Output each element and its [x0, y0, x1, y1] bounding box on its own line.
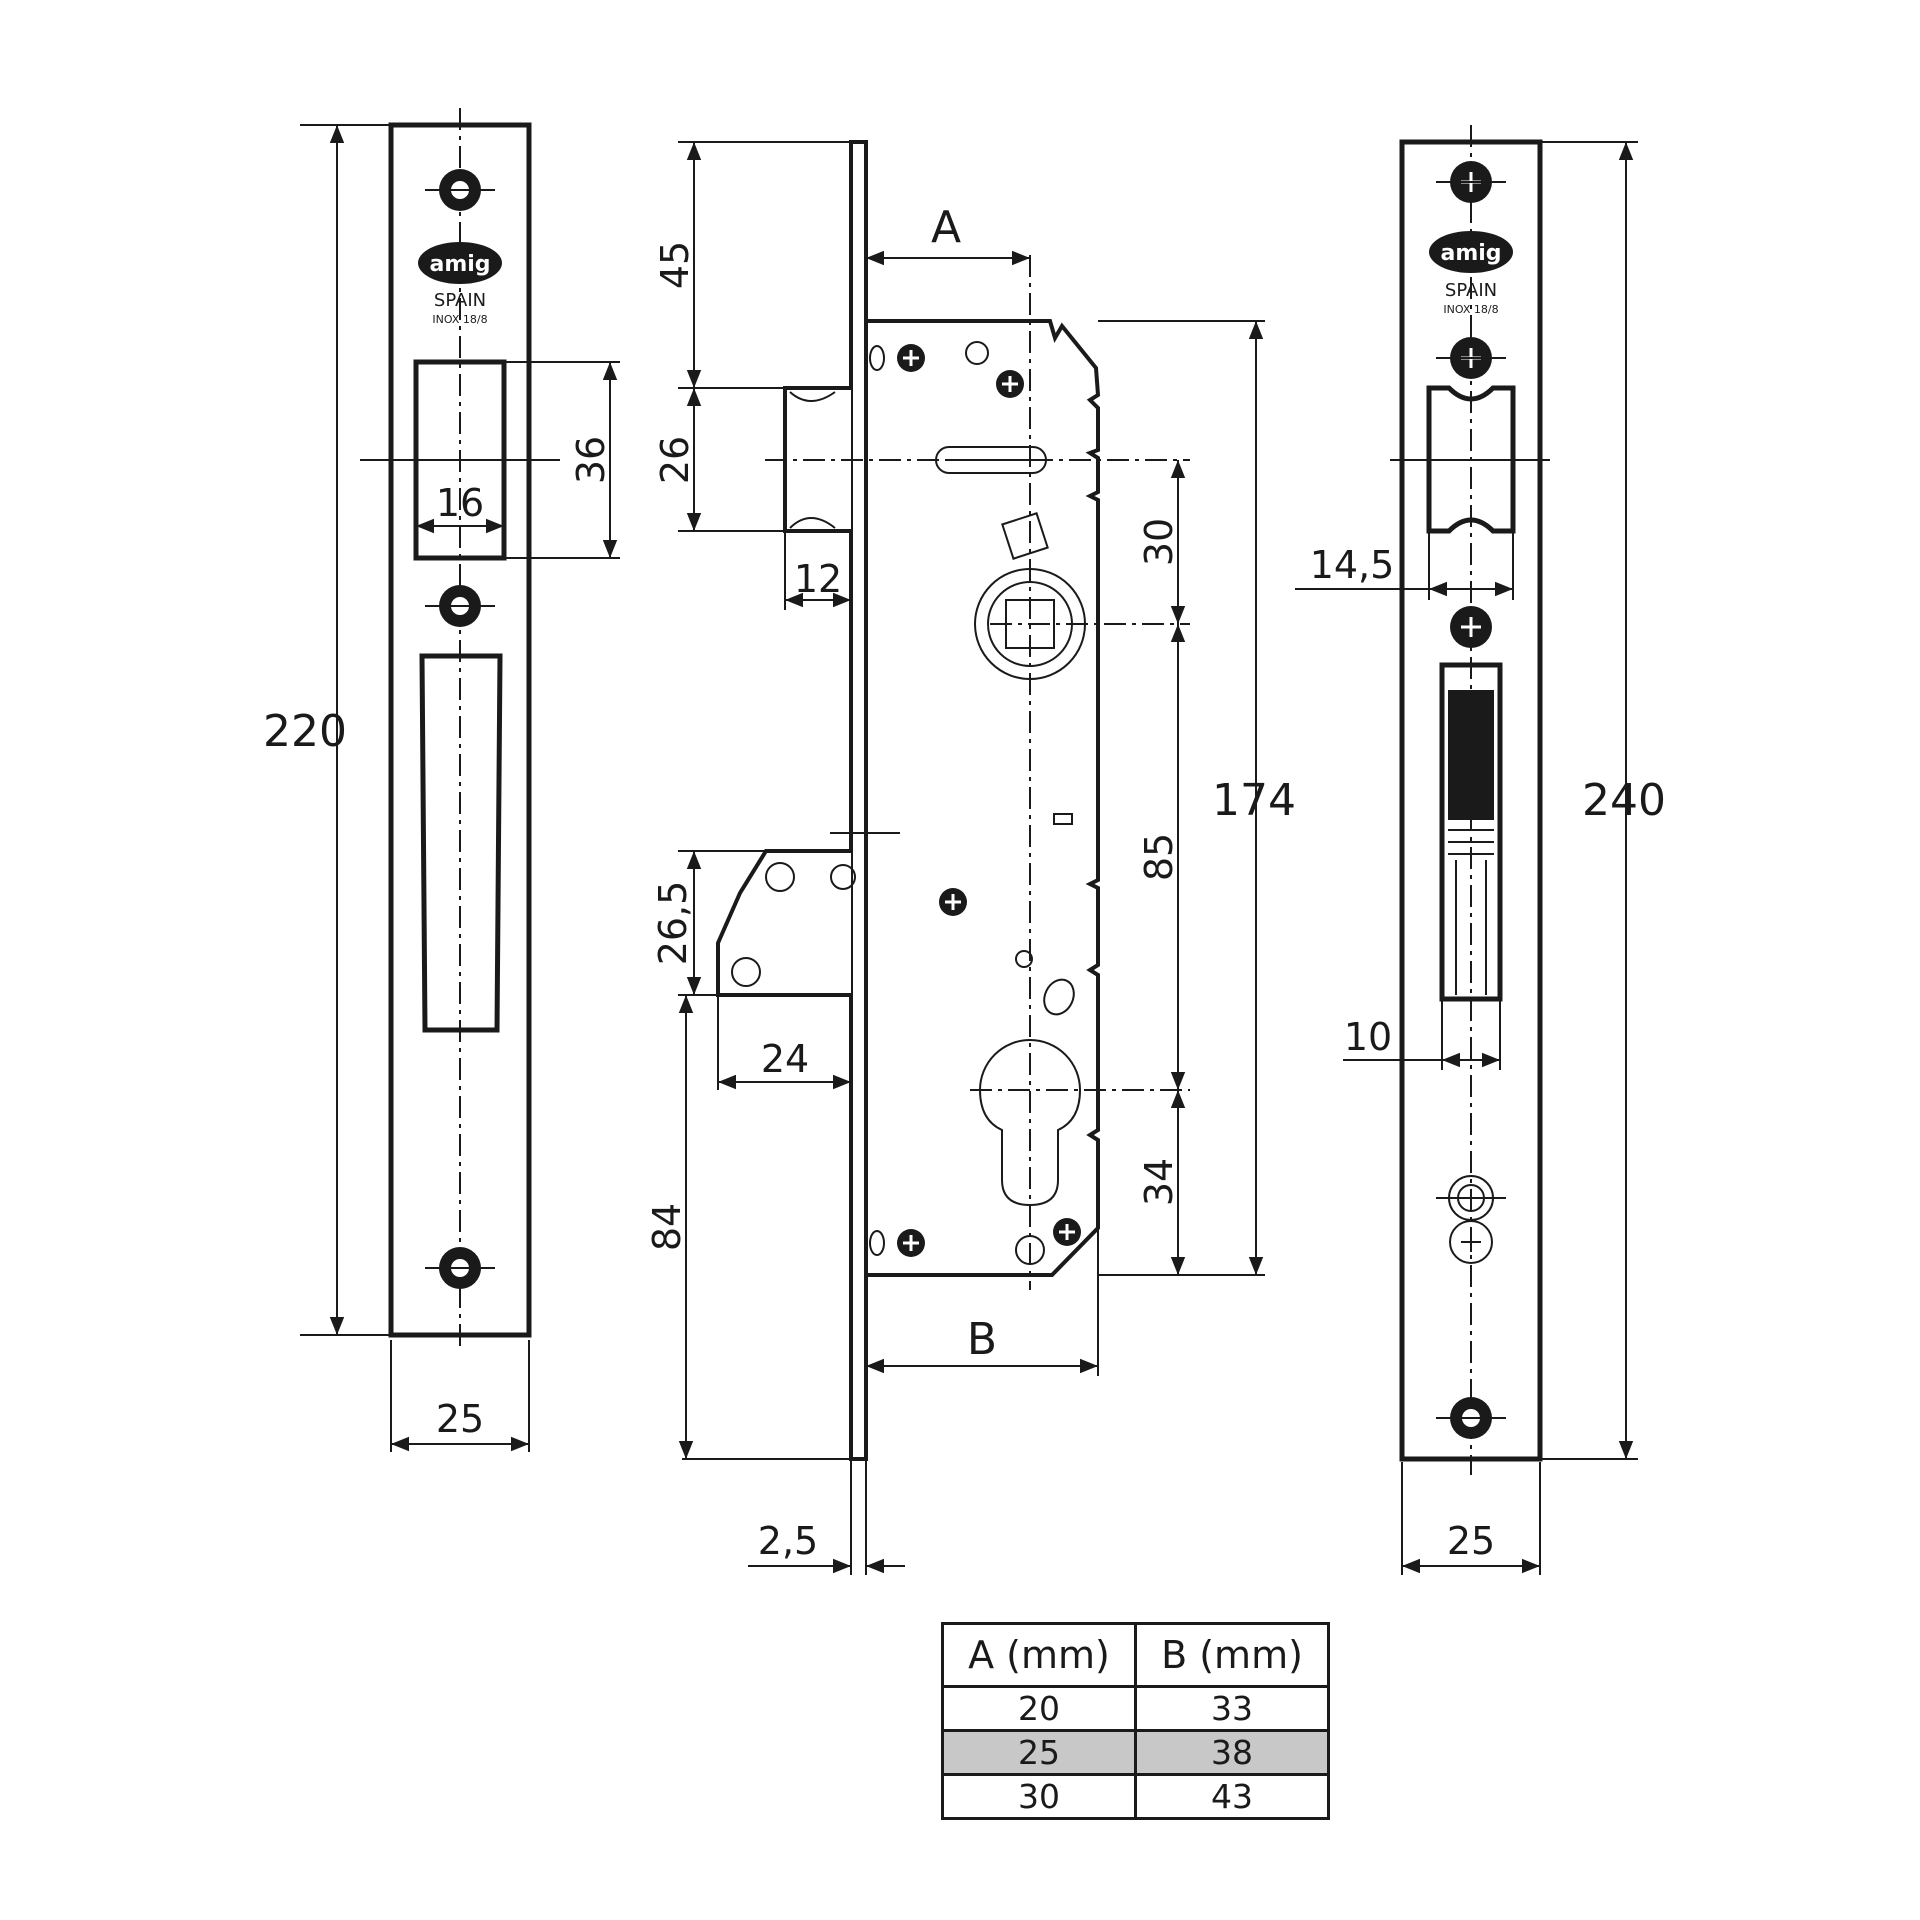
strike-screw-upper — [1436, 337, 1506, 379]
screw-hole-middle — [425, 585, 495, 627]
cell-b: 38 — [1134, 1729, 1330, 1776]
bolt-opening — [419, 653, 503, 1033]
logo-brand-text: amig — [429, 252, 490, 277]
logo-country-text-right: SPAIN — [1445, 280, 1497, 301]
dim-latch-opening-14-5: 14,5 — [1310, 543, 1395, 587]
case-screw-top-left — [869, 344, 925, 372]
cell-b: 43 — [1134, 1773, 1330, 1820]
logo-brand-text-right: amig — [1440, 241, 1501, 266]
strike-screw-middle — [1450, 606, 1492, 648]
col-b-header: B (mm) — [1134, 1622, 1330, 1688]
cell-b: 33 — [1134, 1685, 1330, 1732]
dim-width-25-left: 25 — [436, 1397, 484, 1441]
cell-a: 20 — [941, 1685, 1137, 1732]
right-strike-plate: amig SPAIN INOX 18/8 — [1295, 125, 1666, 1575]
strike-screw-bottom — [1436, 1397, 1506, 1439]
screw-hole-top — [425, 169, 495, 211]
strike-screw-top — [1436, 161, 1506, 203]
dim-height-220: 220 — [263, 706, 347, 757]
dim-bolt-opening-10: 10 — [1344, 1015, 1392, 1059]
spec-table-row: 20 33 — [941, 1685, 1330, 1732]
dim-latch-height-36: 36 — [569, 436, 613, 484]
strike-screw-lower-b — [1449, 1220, 1493, 1264]
col-a-header: A (mm) — [941, 1622, 1137, 1688]
case-screw-bottom-left — [869, 1229, 925, 1257]
case-screw-middle — [939, 888, 967, 916]
dim-height-240: 240 — [1582, 775, 1666, 826]
dim-center-distance-85: 85 — [1137, 833, 1181, 881]
case-screw-upper — [996, 370, 1024, 398]
dim-latch-height-26: 26 — [653, 436, 697, 484]
logo-country-text: SPAIN — [434, 290, 486, 311]
center-lock-body: A B 45 26 12 30 85 34 174 26,5 — [645, 140, 1296, 1575]
lock-case — [864, 319, 1101, 1277]
spec-table-header: A (mm) B (mm) — [941, 1622, 1330, 1688]
brand-logo-right: amig SPAIN INOX 18/8 — [1429, 231, 1513, 316]
dim-bottom-offset-84: 84 — [645, 1203, 689, 1251]
case-screw-bottom-right — [1053, 1218, 1081, 1246]
dim-width-25-right: 25 — [1447, 1519, 1495, 1563]
dim-top-offset-45: 45 — [653, 241, 697, 289]
brand-logo: amig SPAIN INOX 18/8 — [418, 242, 502, 326]
dim-bolt-height-26-5: 26,5 — [651, 881, 695, 966]
screw-hole-bottom — [425, 1247, 495, 1289]
dim-bolt-projection-24: 24 — [761, 1037, 809, 1081]
cell-a: 30 — [941, 1773, 1137, 1820]
logo-material-text-right: INOX 18/8 — [1443, 303, 1498, 316]
dim-faceplate-thickness-2-5: 2,5 — [758, 1519, 818, 1563]
dim-spindle-offset-30: 30 — [1137, 518, 1181, 566]
dim-latch-width-16: 16 — [436, 481, 484, 525]
spec-table-row: 30 43 — [941, 1773, 1330, 1820]
spec-table-row-highlighted: 25 38 — [941, 1729, 1330, 1776]
logo-material-text: INOX 18/8 — [432, 313, 487, 326]
cell-a: 25 — [941, 1729, 1137, 1776]
dim-cylinder-offset-34: 34 — [1137, 1158, 1181, 1206]
dim-body-height-174: 174 — [1212, 775, 1296, 826]
strike-bolt-opening — [1439, 662, 1503, 1002]
left-faceplate: amig SPAIN INOX 18/8 220 25 16 36 — [263, 108, 620, 1452]
label-a: A — [931, 202, 961, 253]
label-b: B — [967, 1314, 997, 1365]
spec-table: A (mm) B (mm) 20 33 25 38 30 43 — [941, 1622, 1330, 1820]
dim-latch-projection-12: 12 — [794, 557, 842, 601]
